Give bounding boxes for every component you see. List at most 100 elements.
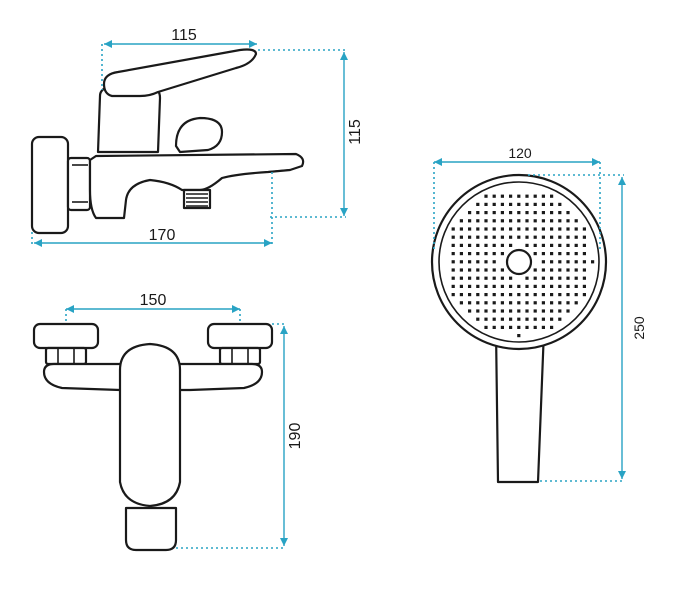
nozzle [525,276,529,280]
left-nut [44,346,88,366]
nozzle [541,301,545,305]
nozzle [492,325,496,329]
nozzle [500,309,504,313]
nozzle [566,268,570,272]
nozzle [476,293,480,297]
front-spout [124,506,178,552]
shower-face-ring [438,181,600,343]
mixer-side-view: 115 115 170 [30,27,364,247]
nozzle [541,194,545,198]
dim-label-head-width: 120 [508,145,532,161]
nozzle [459,260,463,264]
nozzle [468,219,472,223]
nozzle [558,260,562,264]
nozzle [566,293,570,297]
nozzle [468,227,472,231]
nozzle [468,284,472,288]
nozzle [459,301,463,305]
nozzle [541,325,545,329]
nozzle [500,194,504,198]
nozzle [492,268,496,272]
nozzle [541,252,545,256]
nozzle [484,260,488,264]
nozzle [582,227,586,231]
nozzle [541,211,545,215]
nozzle [541,268,545,272]
nozzle [509,211,513,215]
nozzle [451,293,455,297]
nozzle [476,301,480,305]
nozzle [558,211,562,215]
nozzle [492,211,496,215]
nozzle [468,268,472,272]
nozzle [550,284,554,288]
nozzle [500,284,504,288]
nozzle [484,301,488,305]
nozzle [484,243,488,247]
nozzle [500,252,504,256]
nozzle [451,276,455,280]
nozzle [550,325,554,329]
nozzle [459,293,463,297]
nozzle [533,211,537,215]
nozzle [533,202,537,206]
nozzle [525,227,529,231]
nozzle [517,317,521,321]
nozzle [582,293,586,297]
nozzle [558,235,562,239]
nozzle [468,243,472,247]
nozzle [484,284,488,288]
nozzle [533,235,537,239]
nozzle [476,202,480,206]
nozzle [574,235,578,239]
nozzle [476,252,480,256]
nozzle [533,227,537,231]
nozzle [550,252,554,256]
nozzle [500,227,504,231]
nozzle [500,268,504,272]
nozzle [476,309,480,313]
nozzle [509,317,513,321]
nozzle [558,317,562,321]
nozzle [468,260,472,264]
nozzle [459,243,463,247]
nozzle [509,284,513,288]
nozzle [566,211,570,215]
nozzle [550,202,554,206]
mixer-front-view: 150 190 [32,292,304,552]
shower-handle [494,328,546,484]
nozzle [492,301,496,305]
nozzle [509,235,513,239]
nozzle [541,243,545,247]
nozzle [517,309,521,313]
nozzle [582,284,586,288]
nozzle [517,325,521,329]
nozzle [484,268,488,272]
nozzle [476,284,480,288]
nozzle [550,268,554,272]
nozzle [558,301,562,305]
nozzle [550,219,554,223]
nozzle [476,227,480,231]
nozzle [582,260,586,264]
nozzle [533,194,537,198]
nozzle [509,227,513,231]
nozzle [492,309,496,313]
nozzle [468,293,472,297]
nozzle [533,325,537,329]
nozzle [533,268,537,272]
nozzle [484,276,488,280]
nozzle [517,235,521,239]
nozzle [574,219,578,223]
nozzle [492,276,496,280]
nozzle [451,227,455,231]
nozzle [492,293,496,297]
nozzle [509,325,513,329]
nozzle [541,235,545,239]
dim-label-side-height: 115 [347,119,364,145]
nozzle [492,202,496,206]
nozzle [574,276,578,280]
nozzle [492,219,496,223]
nozzle [550,293,554,297]
